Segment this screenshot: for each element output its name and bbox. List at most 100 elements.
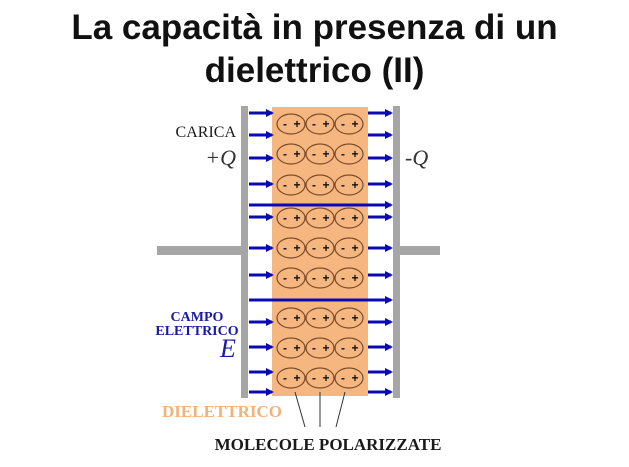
polarized-molecule: -+ <box>276 143 306 165</box>
svg-text:+: + <box>293 271 300 285</box>
polarized-molecule: -+ <box>305 367 335 389</box>
svg-text:+: + <box>351 341 358 355</box>
polarized-molecule: -+ <box>276 307 306 329</box>
svg-text:+: + <box>351 241 358 255</box>
svg-text:-: - <box>341 271 345 285</box>
polarized-molecule: -+ <box>305 267 335 289</box>
svg-text:-: - <box>283 147 287 161</box>
svg-text:+: + <box>293 117 300 131</box>
svg-text:+: + <box>322 147 329 161</box>
dielectric-label: DIELETTRICO <box>162 402 282 421</box>
svg-text:-: - <box>312 371 316 385</box>
svg-text:+: + <box>351 311 358 325</box>
field-label-line-2: ELETTRICO <box>155 324 238 339</box>
polarized-molecule: -+ <box>334 143 364 165</box>
svg-text:-: - <box>283 178 287 192</box>
svg-text:+: + <box>351 178 358 192</box>
field-symbol: E <box>219 334 236 363</box>
svg-text:-: - <box>283 271 287 285</box>
svg-text:+: + <box>351 117 358 131</box>
polarized-molecule: -+ <box>276 367 306 389</box>
polarized-molecule: -+ <box>305 307 335 329</box>
svg-text:-: - <box>312 241 316 255</box>
field-label-line-1: CAMPO <box>171 310 224 325</box>
right-plate <box>393 106 400 398</box>
svg-text:-: - <box>283 241 287 255</box>
polarized-molecule: -+ <box>305 174 335 196</box>
charge-label: CARICA <box>176 124 237 141</box>
polarized-molecule: -+ <box>334 237 364 259</box>
svg-text:-: - <box>341 371 345 385</box>
svg-text:+: + <box>322 311 329 325</box>
polarized-molecule: -+ <box>276 174 306 196</box>
left-plate <box>241 106 248 398</box>
svg-text:+: + <box>293 341 300 355</box>
polarized-molecule: -+ <box>334 113 364 135</box>
slide-title: La capacità in presenza di un dielettric… <box>0 6 629 92</box>
svg-text:+: + <box>322 211 329 225</box>
svg-text:+: + <box>322 341 329 355</box>
svg-text:+: + <box>322 271 329 285</box>
svg-text:-: - <box>341 241 345 255</box>
svg-text:+: + <box>293 178 300 192</box>
svg-text:-: - <box>312 271 316 285</box>
svg-text:-: - <box>312 147 316 161</box>
svg-text:-: - <box>341 178 345 192</box>
polarized-molecule: -+ <box>276 267 306 289</box>
svg-text:+: + <box>322 117 329 131</box>
polarized-molecule: -+ <box>334 367 364 389</box>
polarized-molecule: -+ <box>305 207 335 229</box>
polarized-molecule: -+ <box>276 113 306 135</box>
polarized-molecule: -+ <box>334 207 364 229</box>
polarized-molecule: -+ <box>334 174 364 196</box>
svg-text:-: - <box>312 341 316 355</box>
title-line-2: dielettrico (II) <box>204 51 425 90</box>
svg-text:+: + <box>351 371 358 385</box>
title-line-1: La capacità in presenza di un <box>71 8 558 47</box>
polarized-molecule: -+ <box>305 143 335 165</box>
svg-text:+: + <box>322 371 329 385</box>
polarized-molecule: -+ <box>334 337 364 359</box>
svg-text:+: + <box>351 147 358 161</box>
svg-text:-: - <box>312 178 316 192</box>
polarized-molecule: -+ <box>305 237 335 259</box>
svg-text:+: + <box>322 241 329 255</box>
polarized-molecule: -+ <box>276 207 306 229</box>
polarized-molecule: -+ <box>305 113 335 135</box>
svg-text:-: - <box>341 211 345 225</box>
svg-text:+: + <box>351 211 358 225</box>
dielectric-block <box>272 107 368 396</box>
electric-field-arrows <box>249 109 393 396</box>
polarized-molecule: -+ <box>276 237 306 259</box>
polarized-molecule: -+ <box>334 267 364 289</box>
svg-text:-: - <box>283 211 287 225</box>
svg-text:+: + <box>322 178 329 192</box>
svg-text:-: - <box>341 117 345 131</box>
svg-text:-: - <box>312 117 316 131</box>
svg-text:-: - <box>283 371 287 385</box>
svg-text:-: - <box>283 311 287 325</box>
svg-text:-: - <box>341 147 345 161</box>
molecule-pointer-lines <box>294 391 346 428</box>
svg-text:+: + <box>293 147 300 161</box>
svg-text:-: - <box>341 341 345 355</box>
svg-text:+: + <box>293 241 300 255</box>
svg-text:-: - <box>312 311 316 325</box>
svg-text:+: + <box>293 311 300 325</box>
svg-text:-: - <box>283 341 287 355</box>
polarized-molecules: -+-+-+-+-+-+-+-+-+-+-+-+-+-+-+-+-+-+-+-+… <box>276 113 364 389</box>
plus-q-label: +Q <box>205 145 236 170</box>
svg-text:-: - <box>312 211 316 225</box>
svg-text:-: - <box>283 117 287 131</box>
svg-text:+: + <box>351 271 358 285</box>
left-wire <box>157 246 245 255</box>
polarized-molecule: -+ <box>305 337 335 359</box>
svg-text:-: - <box>341 311 345 325</box>
svg-text:+: + <box>293 211 300 225</box>
polarized-molecule: -+ <box>334 307 364 329</box>
polarized-molecules-label: MOLECOLE POLARIZZATE <box>215 435 442 454</box>
minus-q-label: -Q <box>405 145 428 170</box>
polarized-molecule: -+ <box>276 337 306 359</box>
svg-text:+: + <box>293 371 300 385</box>
